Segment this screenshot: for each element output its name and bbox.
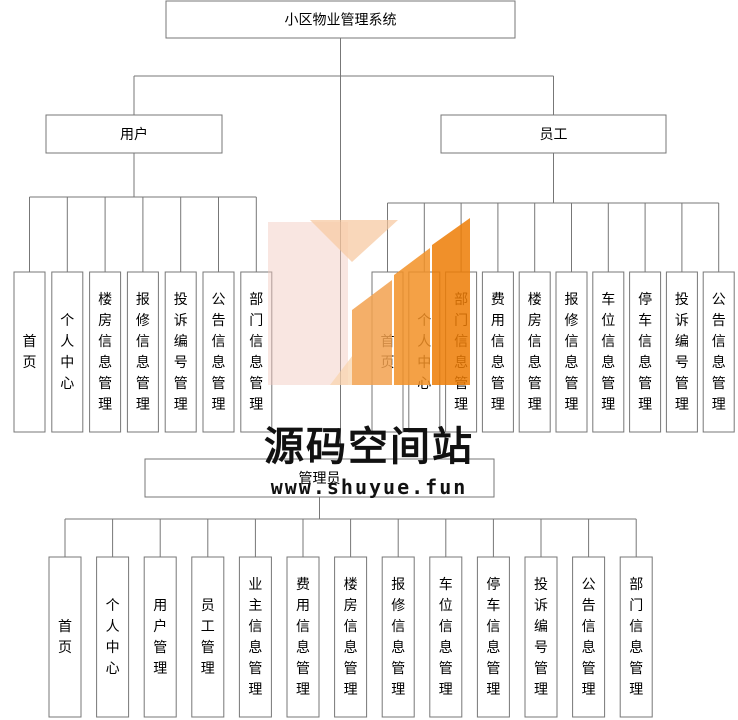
leaf-node bbox=[96, 556, 130, 718]
leaf-node bbox=[481, 271, 514, 433]
leaf-node-label: 部门信息管理 bbox=[249, 292, 263, 413]
leaf-node bbox=[164, 271, 197, 433]
leaf-node-label: 员工管理 bbox=[201, 598, 215, 677]
watermark-logo bbox=[268, 218, 470, 385]
root-node-label: 小区物业管理系统 bbox=[285, 13, 397, 29]
leaf-node-label: 部门信息管理 bbox=[629, 577, 643, 698]
leaf-node bbox=[429, 556, 463, 718]
watermark: 源码空间站 www.shuyue.fun bbox=[264, 218, 474, 499]
leaf-node-label: 投诉编号管理 bbox=[534, 577, 548, 698]
leaf-node-label: 车位信息管理 bbox=[439, 576, 453, 698]
leaf-node-label: 公告信息管理 bbox=[582, 577, 596, 698]
leaf-node-label: 费用信息管理 bbox=[296, 577, 310, 698]
leaf-node-label: 业主信息管理 bbox=[248, 577, 262, 698]
leaf-node bbox=[476, 556, 510, 718]
leaf-node bbox=[48, 556, 82, 718]
branch-label-admin: 管理员 bbox=[299, 471, 341, 487]
leaf-node-label: 楼房信息管理 bbox=[528, 292, 542, 413]
leaf-node bbox=[702, 271, 735, 433]
leaf-node-label: 报修信息管理 bbox=[565, 292, 579, 413]
leaf-node-label: 个人中心 bbox=[106, 598, 120, 677]
branch-label-staff: 员工 bbox=[540, 127, 568, 143]
leaf-node-label: 楼房信息管理 bbox=[98, 292, 112, 413]
leaf-node bbox=[629, 271, 662, 433]
root-node bbox=[165, 0, 516, 39]
watermark-url: www.shuyue.fun bbox=[271, 475, 468, 499]
connector-lines bbox=[29, 38, 720, 557]
leaf-node bbox=[665, 271, 698, 433]
leaf-node bbox=[381, 556, 415, 718]
leaf-node bbox=[592, 271, 625, 433]
leaf-node bbox=[238, 556, 272, 718]
leaf-node bbox=[240, 271, 273, 433]
leaf-node-label: 报修信息管理 bbox=[136, 292, 150, 413]
leaf-node-label: 个人中心 bbox=[60, 313, 74, 392]
leaf-node bbox=[572, 556, 606, 718]
leaf-node bbox=[191, 556, 225, 718]
leaf-node bbox=[518, 271, 551, 433]
leaf-node-label: 停车信息管理 bbox=[638, 291, 652, 413]
leaf-node bbox=[202, 271, 235, 433]
leaf-node bbox=[334, 556, 368, 718]
leaf-node bbox=[555, 271, 588, 433]
leaf-node-label: 首页 bbox=[23, 334, 37, 371]
leaf-node-label: 停车信息管理 bbox=[486, 576, 500, 698]
leaf-node bbox=[619, 556, 653, 718]
leaf-node-label: 用户管理 bbox=[153, 598, 167, 677]
branch-label-user: 用户 bbox=[120, 126, 148, 143]
leaf-node-label: 投诉编号管理 bbox=[675, 292, 689, 413]
watermark-title: 源码空间站 bbox=[264, 424, 474, 470]
branch-node-admin bbox=[144, 458, 495, 498]
leaf-node bbox=[13, 271, 46, 433]
leaf-node-label: 公告信息管理 bbox=[712, 292, 726, 413]
leaf-node bbox=[51, 271, 84, 433]
leaf-node bbox=[89, 271, 122, 433]
leaf-node-label: 报修信息管理 bbox=[391, 577, 405, 698]
leaf-node-label: 公告信息管理 bbox=[212, 292, 226, 413]
leaf-node-label: 楼房信息管理 bbox=[344, 577, 358, 698]
branch-node-user bbox=[45, 114, 223, 154]
leaf-node-label: 首页 bbox=[58, 619, 72, 656]
leaf-node-label: 费用信息管理 bbox=[491, 292, 505, 413]
branch-node-staff bbox=[440, 114, 667, 154]
leaf-node bbox=[126, 271, 159, 433]
leaf-node bbox=[286, 556, 320, 718]
leaf-node-label: 车位信息管理 bbox=[601, 291, 615, 413]
leaf-node bbox=[143, 556, 177, 718]
leaf-node-label: 投诉编号管理 bbox=[174, 292, 188, 413]
leaf-node bbox=[524, 556, 558, 718]
